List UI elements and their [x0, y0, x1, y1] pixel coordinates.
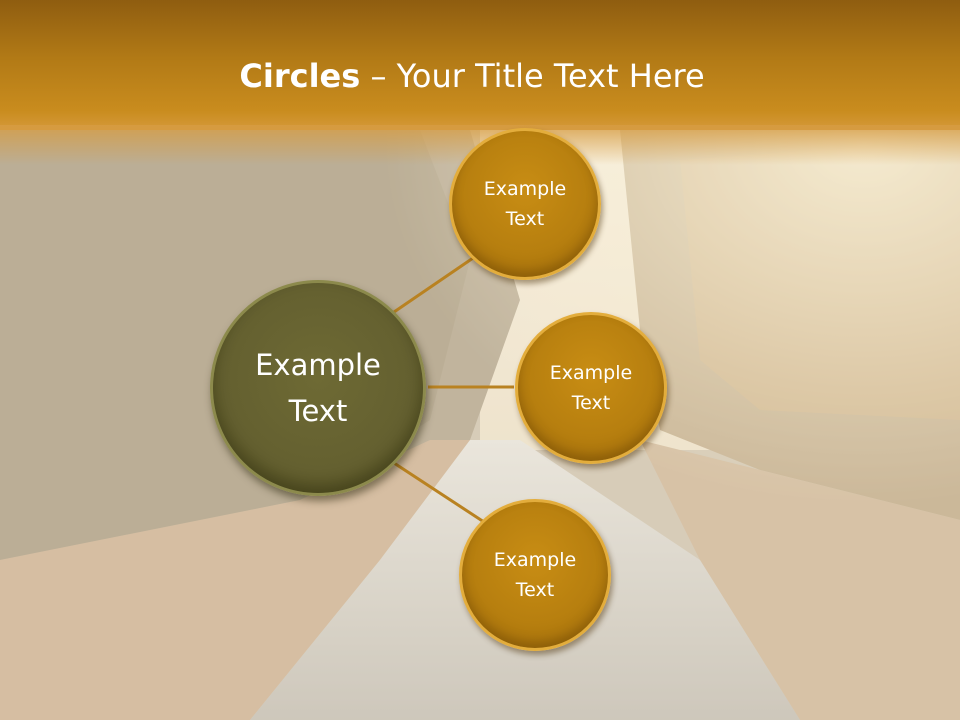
title-rest: – Your Title Text Here — [360, 57, 705, 95]
center-circle-label: Example Text — [255, 348, 381, 428]
connector-top — [393, 254, 477, 314]
node-circle-label: Example Text — [549, 362, 633, 414]
node-circle-middle[interactable]: Example Text — [515, 312, 667, 464]
slide-title: Circles – Your Title Text Here — [0, 52, 944, 100]
center-circle[interactable]: Example Text — [210, 280, 426, 496]
node-circle-top[interactable]: Example Text — [449, 128, 601, 280]
connector-bottom — [393, 461, 485, 524]
node-circle-label: Example Text — [493, 549, 577, 601]
node-circle-bottom[interactable]: Example Text — [459, 499, 611, 651]
node-circle-label: Example Text — [483, 178, 567, 230]
title-bold: Circles — [239, 57, 361, 95]
title-bar — [0, 0, 960, 130]
